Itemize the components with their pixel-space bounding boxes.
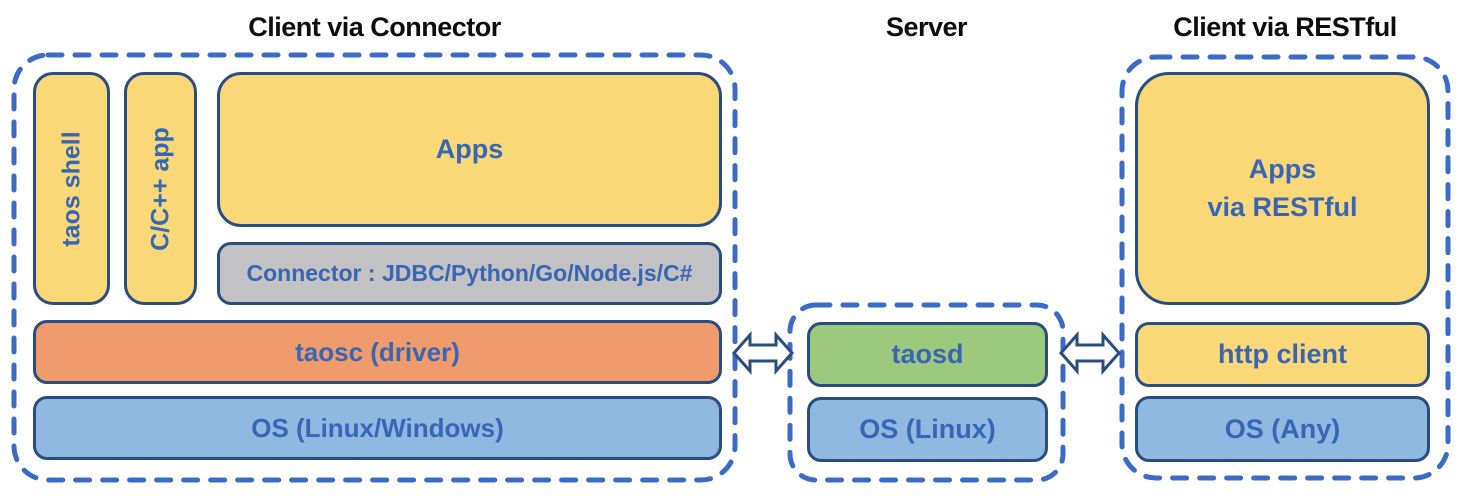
apps-box: Apps [217,72,722,227]
connector-box: Connector : JDBC/Python/Go/Node.js/C# [217,242,722,305]
taosc-driver-box: taosc (driver) [33,320,722,384]
os-linux-label: OS (Linux) [859,414,996,444]
http-client-label: http client [1218,339,1347,369]
double-headed-arrow-icon [1058,331,1122,375]
client-connector-group-border [11,52,738,483]
taosd-box: taosd [807,322,1048,387]
taos-shell-box: taos shell [33,72,110,305]
os-linux-windows-label: OS (Linux/Windows) [251,412,504,443]
double-headed-arrow-icon [731,331,795,375]
os-any-box: OS (Any) [1135,396,1430,462]
apps-via-restful-label: Apps via RESTful [1207,151,1357,227]
cpp-app-label: C/C++ app [146,126,174,251]
server-group-title: Server [885,12,968,42]
taosc-driver-label: taosc (driver) [295,336,460,367]
client-restful-group-border [1119,54,1451,481]
apps-via-restful-line1: Apps [1248,153,1317,184]
taos-shell-label: taos shell [57,130,85,247]
server-group-border [787,302,1066,483]
os-linux-box: OS (Linux) [807,397,1048,462]
os-any-label: OS (Any) [1224,413,1341,444]
http-client-box: http client [1135,322,1430,387]
apps-label: Apps [435,134,504,164]
connector-label: Connector : JDBC/Python/Go/Node.js/C# [246,260,693,286]
client-restful-group-title: Client via RESTful [1173,12,1397,42]
cpp-app-box: C/C++ app [124,72,197,305]
os-linux-windows-box: OS (Linux/Windows) [33,396,722,460]
taosd-label: taosd [891,339,964,369]
apps-via-restful-box: Apps via RESTful [1135,72,1430,305]
apps-via-restful-line2: via RESTful [1207,191,1358,222]
client-connector-group-title: Client via Connector [248,12,501,42]
